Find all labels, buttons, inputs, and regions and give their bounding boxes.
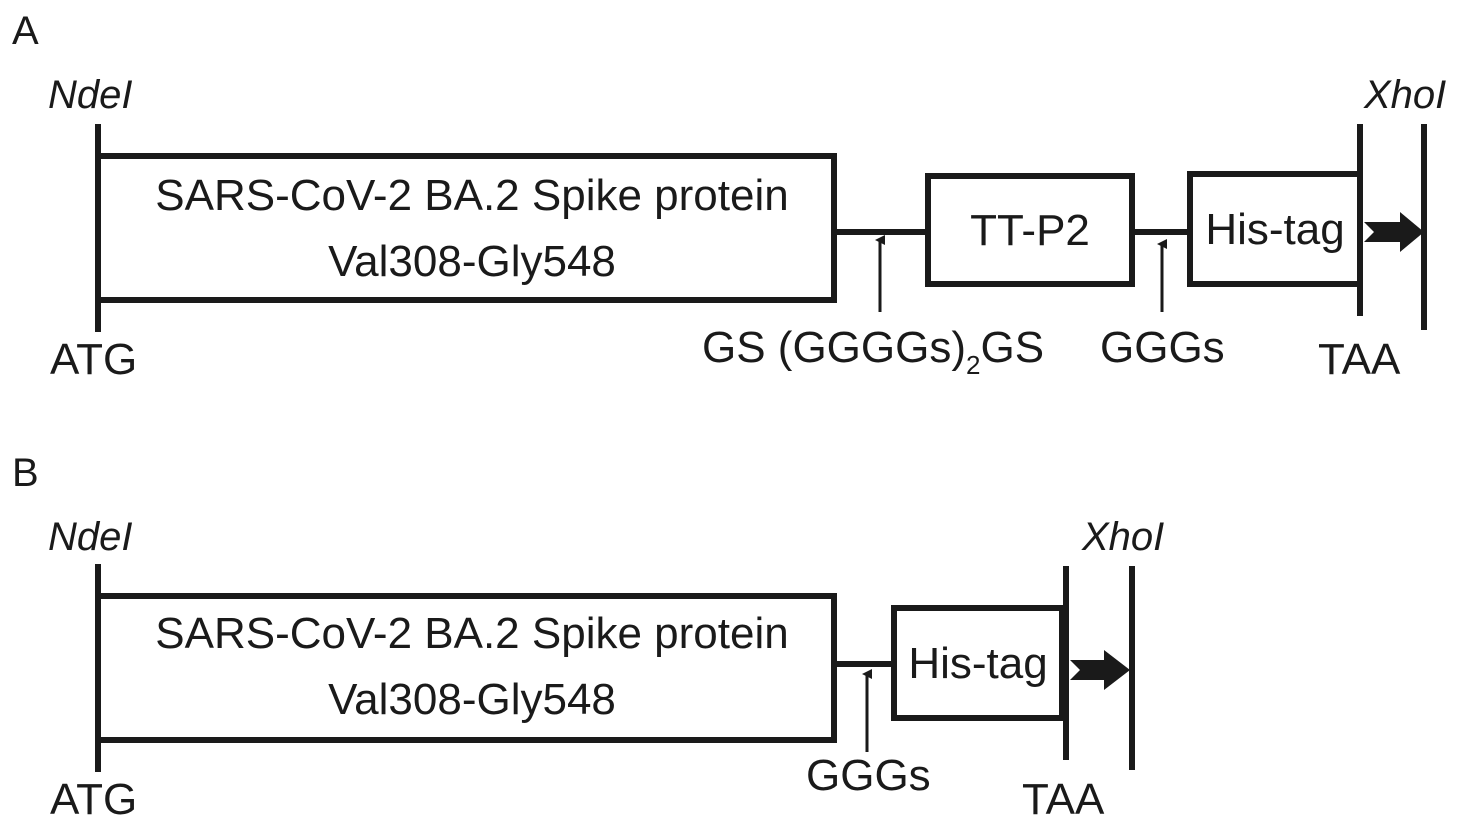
direction-arrow-icon (1364, 212, 1424, 252)
his-tag-box (891, 605, 1065, 721)
start-codon-label: ATG (50, 775, 137, 824)
his-tag-label: His-tag (1205, 205, 1344, 254)
panel-a: A NdeI ATG SARS-CoV-2 BA.2 Spike protein… (12, 9, 1446, 384)
panel-b: B NdeI ATG SARS-CoV-2 BA.2 Spike protein… (12, 451, 1164, 824)
spike-protein-box (95, 153, 837, 303)
his-tag-box (1187, 171, 1363, 287)
spike-protein-label: SARS-CoV-2 BA.2 Spike protein (155, 609, 788, 658)
spike-protein-box (95, 593, 837, 743)
ndei-site-label: NdeI (48, 73, 133, 117)
linker-2-label: GGGs (1100, 323, 1225, 372)
xhoi-site-label: XhoI (1363, 73, 1446, 117)
tt-p2-label: TT-P2 (970, 206, 1090, 255)
stop-codon-label: TAA (1022, 775, 1105, 824)
his-tag-label: His-tag (908, 639, 1047, 688)
start-codon-label: ATG (50, 335, 137, 384)
tt-p2-box (925, 173, 1135, 287)
xhoi-site-label: XhoI (1081, 515, 1164, 559)
spike-protein-label: SARS-CoV-2 BA.2 Spike protein (155, 171, 788, 220)
ndei-site-label: NdeI (48, 515, 133, 559)
stop-codon-label: TAA (1318, 335, 1401, 384)
linker-1-label: GGGs (806, 751, 931, 800)
spike-range-label: Val308-Gly548 (328, 675, 616, 724)
direction-arrow-icon (1070, 650, 1130, 690)
linker-1-label: GS (GGGGs)2GS (702, 323, 1044, 380)
spike-range-label: Val308-Gly548 (328, 237, 616, 286)
panel-letter-b: B (12, 451, 39, 495)
panel-letter-a: A (12, 9, 39, 53)
